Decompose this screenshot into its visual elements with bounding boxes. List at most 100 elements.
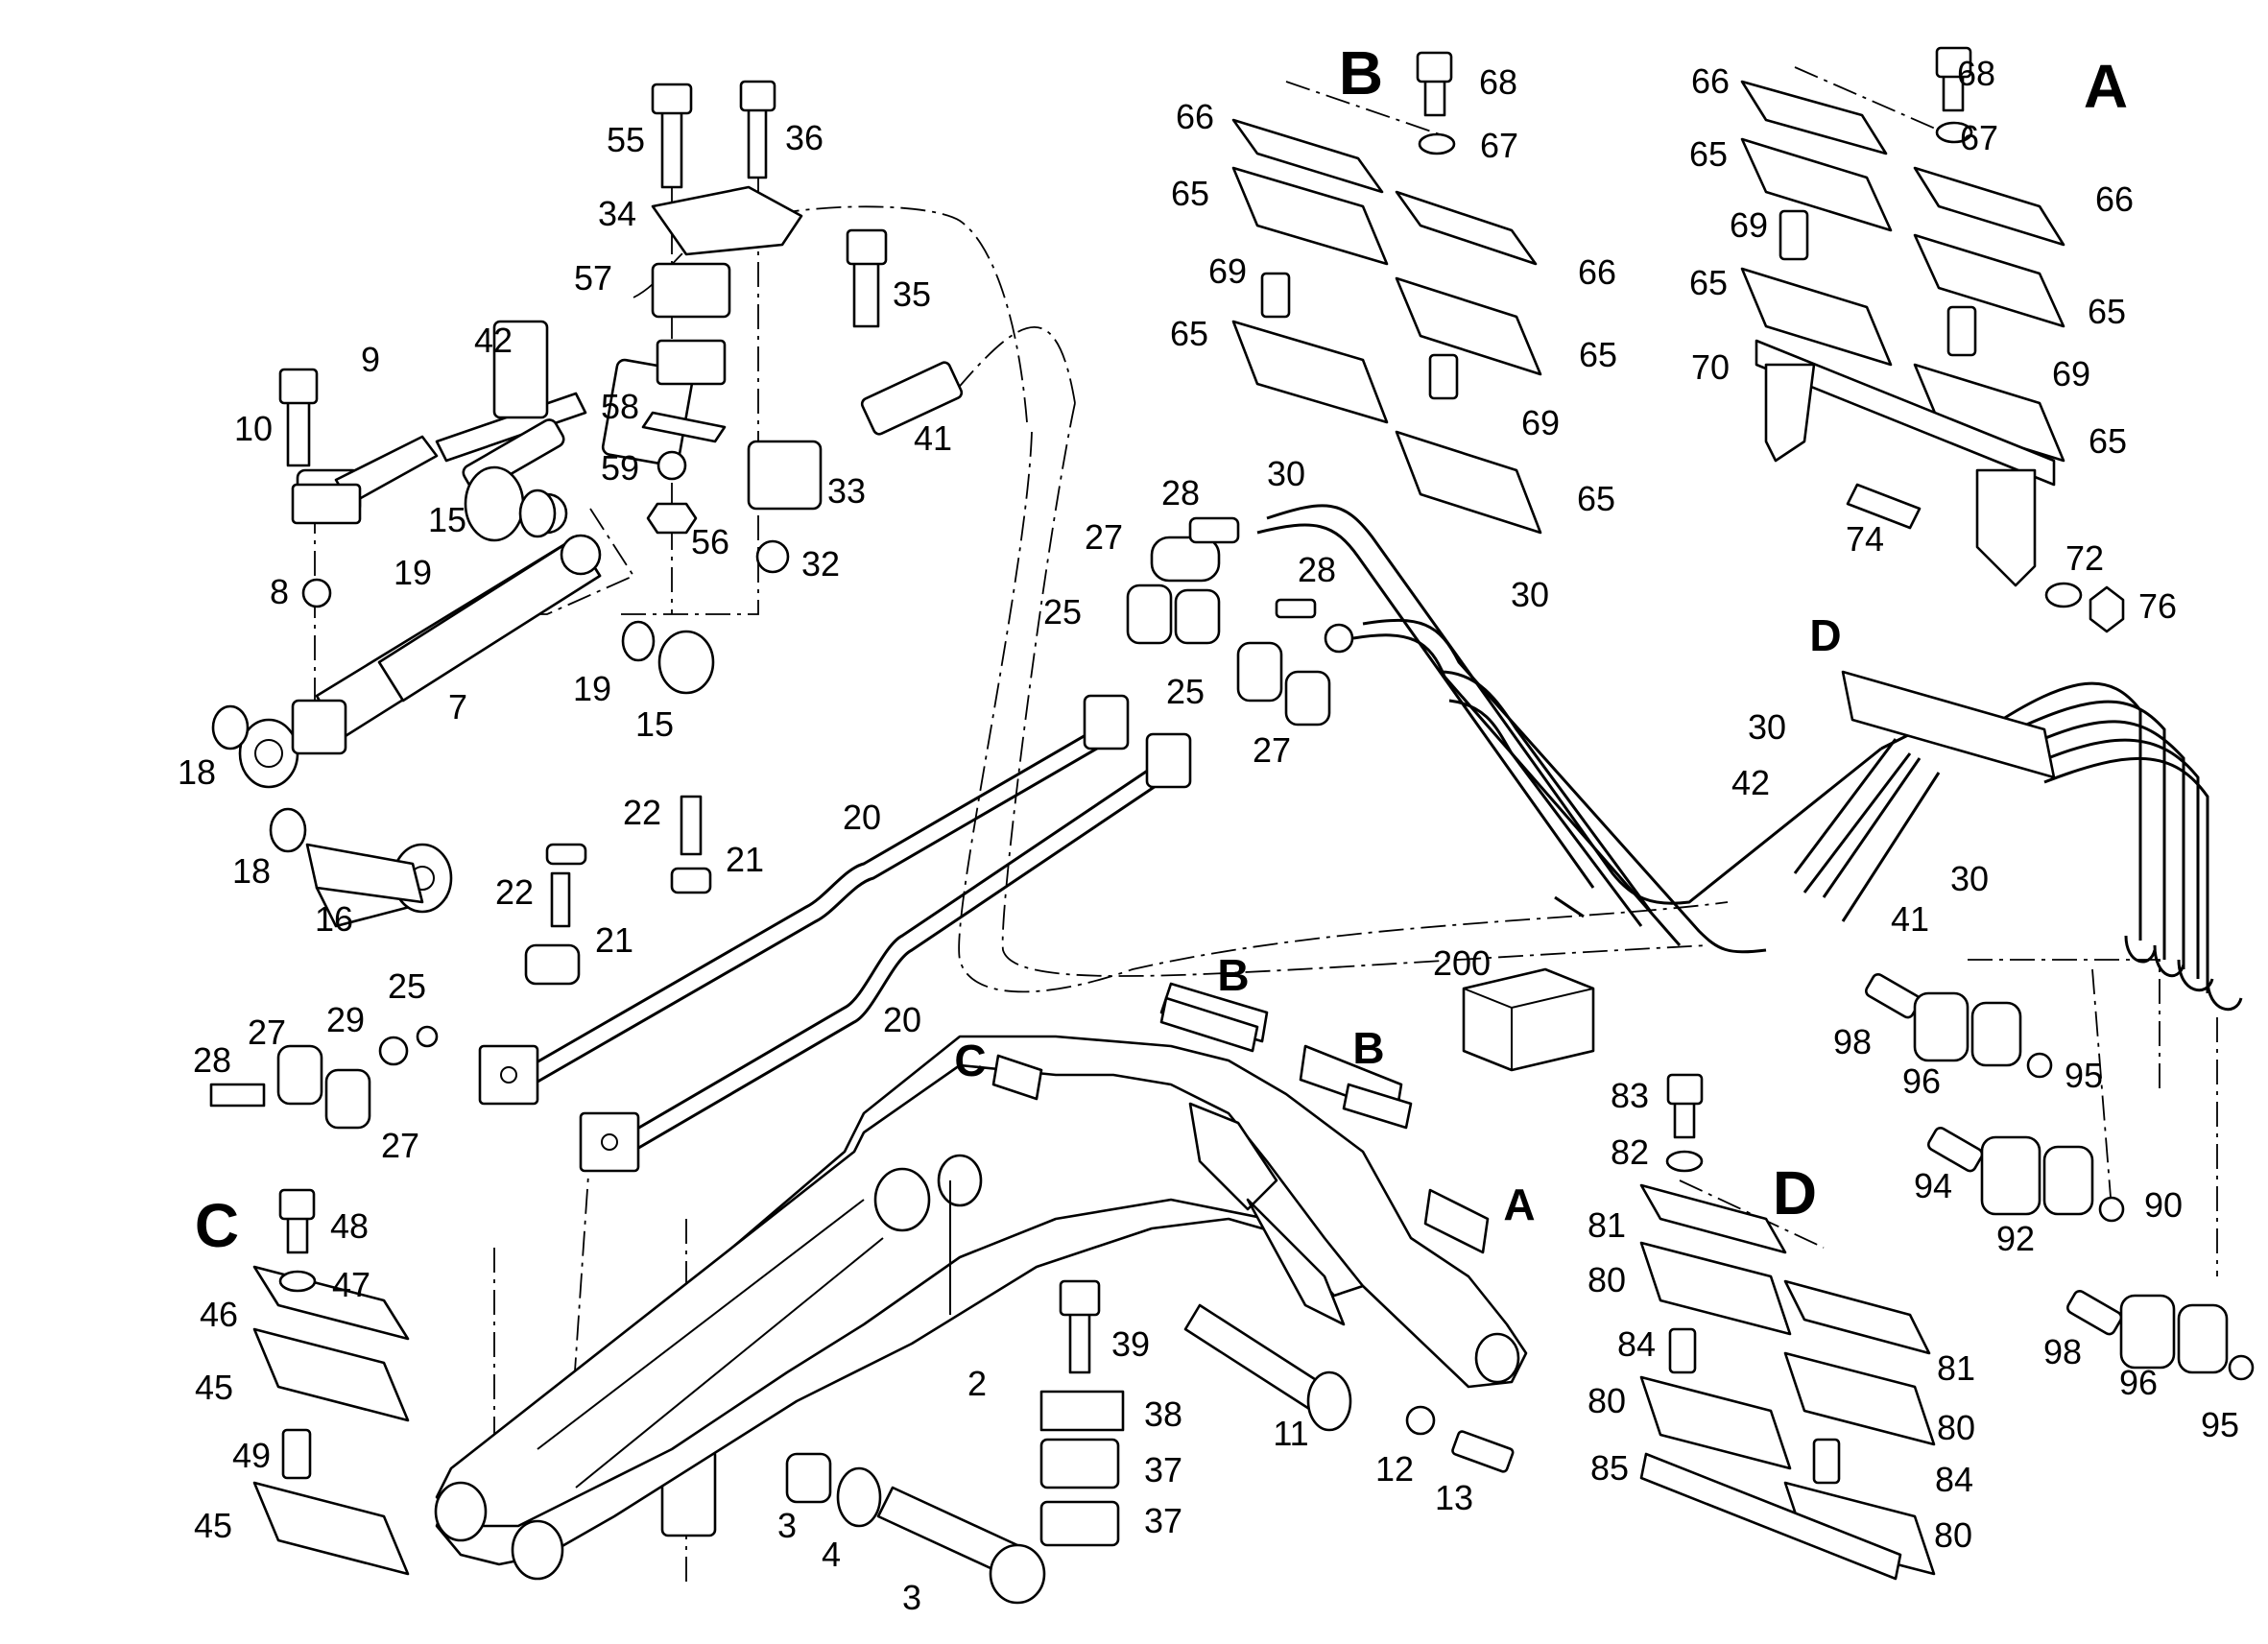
callout-55: 55 <box>606 120 646 159</box>
callout-80-top: 80 <box>1587 1260 1627 1299</box>
callout-7: 7 <box>447 687 468 727</box>
callout-25-left: 25 <box>387 966 427 1006</box>
section-d-bottom: D <box>1772 1158 1818 1227</box>
callout-80-right: 80 <box>1936 1408 1976 1447</box>
callout-83: 83 <box>1610 1076 1650 1115</box>
callout-41-right: 41 <box>1890 899 1930 939</box>
callout-82: 82 <box>1610 1132 1650 1172</box>
flange-fittings <box>1865 973 2255 1381</box>
callout-22-bottom: 22 <box>494 872 535 912</box>
callout-30-top: 30 <box>1266 454 1306 493</box>
callout-65-a-top: 65 <box>1688 134 1729 174</box>
section-d-top: D <box>1809 610 1842 660</box>
callout-4: 4 <box>821 1535 842 1574</box>
callout-66-a-top: 66 <box>1690 61 1731 101</box>
callout-70: 70 <box>1690 347 1731 387</box>
section-a-boom: A <box>1503 1179 1536 1229</box>
callout-67-b: 67 <box>1479 126 1519 165</box>
callout-65-b-bottom: 65 <box>1576 479 1616 518</box>
callout-27-mid-bottom: 27 <box>1252 730 1292 770</box>
callout-28-left: 28 <box>192 1040 232 1080</box>
callout-3-left: 3 <box>776 1506 798 1545</box>
callout-65-b-top: 65 <box>1170 174 1210 213</box>
callout-81-right: 81 <box>1936 1348 1976 1388</box>
callout-76: 76 <box>2137 586 2178 626</box>
callout-39: 39 <box>1110 1324 1151 1364</box>
section-a-top: A <box>2083 52 2129 121</box>
callout-25-mid-bottom: 25 <box>1165 672 1206 711</box>
callout-95-bottom: 95 <box>2200 1405 2240 1444</box>
callout-12: 12 <box>1374 1449 1415 1489</box>
callout-94: 94 <box>1913 1166 1953 1205</box>
callout-48: 48 <box>329 1206 370 1246</box>
callout-42-top: 42 <box>473 321 513 360</box>
callout-3-bottom: 3 <box>901 1578 922 1617</box>
callout-19-top: 19 <box>393 553 433 592</box>
callout-20-bottom: 20 <box>882 1000 922 1039</box>
callout-68-b: 68 <box>1478 62 1518 102</box>
callout-84-right: 84 <box>1934 1460 1974 1499</box>
callout-96-top: 96 <box>1901 1061 1942 1101</box>
clamps-fittings <box>209 516 1354 1130</box>
callout-19-bottom: 19 <box>572 669 612 708</box>
callout-35: 35 <box>892 274 932 314</box>
callout-15-top: 15 <box>427 500 467 539</box>
callout-67-a: 67 <box>1959 118 1999 157</box>
callout-18-top: 18 <box>177 752 217 792</box>
callout-37-top: 37 <box>1143 1450 1183 1489</box>
callout-22-top: 22 <box>622 793 662 832</box>
callout-84-left: 84 <box>1616 1324 1657 1364</box>
section-b-boom-upper: B <box>1217 950 1250 1000</box>
callout-95-top: 95 <box>2064 1056 2104 1095</box>
callout-81-top: 81 <box>1587 1205 1627 1245</box>
callout-27-left-top: 27 <box>247 1013 287 1052</box>
callout-69-b-right: 69 <box>1520 403 1561 442</box>
callout-18-bottom: 18 <box>231 851 272 891</box>
callout-80-bottom: 80 <box>1933 1515 1973 1555</box>
section-b-boom-lower: B <box>1352 1023 1385 1073</box>
section-c-boom: C <box>954 1036 987 1085</box>
callout-2: 2 <box>967 1364 988 1403</box>
callout-66-a-right: 66 <box>2094 179 2135 219</box>
callout-90: 90 <box>2143 1185 2184 1225</box>
callout-33: 33 <box>826 471 867 511</box>
callout-9: 9 <box>360 340 381 379</box>
callout-45-top: 45 <box>194 1368 234 1407</box>
callout-96-bottom: 96 <box>2118 1363 2159 1402</box>
callout-58: 58 <box>600 387 640 426</box>
callout-11: 11 <box>1273 1414 1309 1453</box>
callout-57: 57 <box>573 258 613 298</box>
callout-45-bottom: 45 <box>193 1506 233 1545</box>
callout-65-a-bottom: 65 <box>2088 421 2128 461</box>
callout-27-left-bottom: 27 <box>380 1126 420 1165</box>
callout-16: 16 <box>314 899 354 939</box>
callout-15-bottom: 15 <box>634 704 675 744</box>
callout-29: 29 <box>325 1000 366 1039</box>
callout-28-mid-top: 28 <box>1160 473 1201 512</box>
small-parts-upper <box>211 80 964 904</box>
callout-47: 47 <box>331 1265 371 1304</box>
callout-65-a-left: 65 <box>1688 263 1729 302</box>
callout-46: 46 <box>199 1295 239 1334</box>
callout-38: 38 <box>1143 1394 1183 1434</box>
callout-28-mid-bottom: 28 <box>1297 550 1337 589</box>
callout-30-mid: 30 <box>1510 575 1550 614</box>
callout-69-a-left: 69 <box>1729 205 1769 245</box>
section-b-top: B <box>1338 38 1384 107</box>
boom <box>434 982 1528 1581</box>
callout-41-top: 41 <box>913 418 953 458</box>
callout-65-a-right: 65 <box>2087 292 2127 331</box>
callout-21-top: 21 <box>725 840 765 879</box>
callout-37-bottom: 37 <box>1143 1501 1183 1540</box>
callout-30-right-bottom: 30 <box>1949 859 1990 898</box>
callout-85: 85 <box>1589 1448 1630 1488</box>
callout-69-a-right: 69 <box>2051 354 2091 393</box>
callout-13: 13 <box>1434 1478 1474 1517</box>
callout-92: 92 <box>1995 1219 2036 1258</box>
hose-runs <box>1256 504 2243 1012</box>
section-c-bottom: C <box>194 1191 240 1260</box>
clamp-sets <box>252 46 2125 1581</box>
callout-34: 34 <box>597 194 637 233</box>
